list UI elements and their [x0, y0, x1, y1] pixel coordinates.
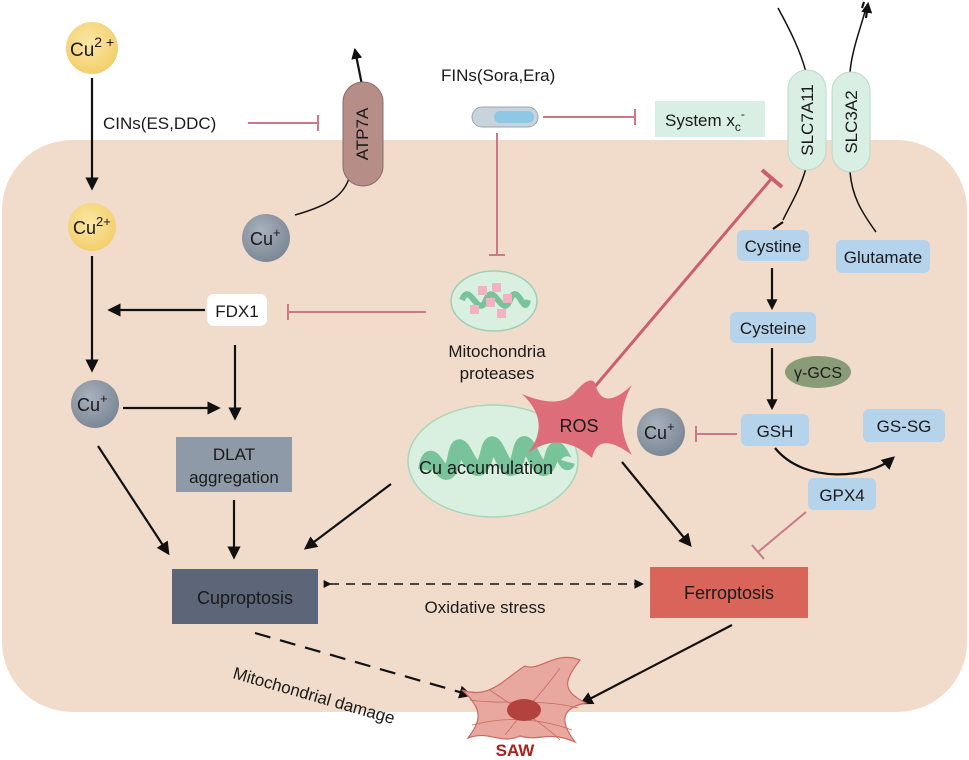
cu-plus-left-label: Cu+ — [77, 391, 108, 415]
slc3a2-up-arrow — [861, 1, 873, 19]
cuproptosis-label: Cuproptosis — [197, 588, 293, 608]
ros-inhibits-slc7a11-line — [590, 177, 774, 391]
cu2-intracellular-node — [68, 203, 116, 251]
cu-accumulation-label: Cu accumulation — [419, 458, 553, 478]
saw-label: SAW — [496, 741, 536, 760]
gpx4-box — [808, 478, 876, 510]
slc7a11-membrane-line — [777, 7, 807, 221]
atp7a-transporter — [342, 81, 384, 187]
gamma-gcs-label: γ-GCS — [794, 365, 842, 382]
fdx1-label: FDX1 — [215, 302, 258, 321]
ferroptosis-label: Ferroptosis — [684, 583, 774, 603]
mito-to-cuproptosis-arrow — [303, 483, 392, 550]
cuproptosis-box — [172, 569, 318, 624]
atp7a-export-arrow — [351, 47, 364, 86]
gsh-to-gssg-arrow — [774, 447, 895, 476]
slc7a11-transporter — [787, 69, 827, 171]
cu-plus-atp7a-label: Cu+ — [250, 225, 281, 249]
fins-label: FINs(Sora,Era) — [441, 66, 555, 85]
cu-plus-right-node — [637, 408, 685, 456]
ros-label: ROS — [559, 416, 598, 436]
ferroptosis-to-saw-arrow — [579, 624, 733, 705]
gsh-box — [741, 414, 809, 446]
cins-label: CINs(ES,DDC) — [103, 114, 216, 133]
ros-burst — [522, 380, 632, 458]
dlat-aggregation-box — [176, 437, 292, 492]
gpx4-ferroptosis-inhibition-bar — [751, 544, 765, 560]
fins-drug-capsule-core — [494, 111, 534, 123]
gpx4-label: GPX4 — [819, 486, 864, 505]
glutamate-label: Glutamate — [844, 248, 922, 267]
cu2-extracellular-node — [66, 22, 118, 74]
cu2-extracellular-label: Cu2 + — [70, 34, 114, 61]
fdx1-box — [207, 294, 267, 326]
cuproptosis-to-saw-arrow — [254, 631, 473, 699]
gssg-label: GS-SG — [877, 417, 932, 436]
mitochondria-proteases-icon — [450, 270, 538, 332]
cystine-label: Cystine — [745, 237, 802, 256]
ros-inhibits-slc7a11-bar — [760, 168, 784, 189]
gamma-gcs-node — [785, 356, 851, 388]
muscle-cell-icon — [461, 656, 588, 744]
gpx4-ferroptosis-inhibition-line — [757, 511, 807, 553]
cystine-box — [737, 230, 809, 261]
gssg-box — [863, 409, 945, 442]
cu-plus-right-label: Cu+ — [644, 419, 675, 443]
slc7a11-label: SLC7A11 — [798, 84, 817, 156]
cu2-intracellular-label: Cu2+ — [73, 214, 111, 238]
cu-to-cuproptosis-arrow — [97, 445, 170, 556]
slc3a2-label: SLC3A2 — [842, 90, 861, 153]
slc7a11-to-cystine-arrow — [772, 221, 784, 230]
cysteine-box — [730, 312, 816, 343]
cu-plus-atp7a-node — [242, 214, 290, 262]
dlat-label-2: aggregation — [189, 468, 279, 487]
slc3a2-transporter — [831, 71, 871, 173]
mitochondrion-icon — [407, 404, 579, 518]
cu-plus-left-node — [71, 380, 119, 428]
mito-proteases-label-2: proteases — [460, 364, 535, 383]
gsh-label: GSH — [757, 422, 794, 441]
atp7a-label: ATP7A — [353, 107, 372, 160]
ros-to-ferroptosis-arrow — [621, 461, 692, 548]
slc3a2-export-arrow — [860, 1, 866, 9]
cysteine-label: Cysteine — [740, 319, 806, 338]
glutamate-box — [836, 240, 930, 273]
system-xc-label: System xc- — [665, 107, 745, 134]
system-xc-box — [655, 101, 765, 137]
slc3a2-membrane-line — [849, 7, 877, 233]
mito-proteases-label-1: Mitochondria — [448, 342, 546, 361]
dlat-label-1: DLAT — [213, 445, 255, 464]
ferroptosis-box — [650, 567, 808, 618]
oxidative-stress-label: Oxidative stress — [425, 598, 546, 617]
